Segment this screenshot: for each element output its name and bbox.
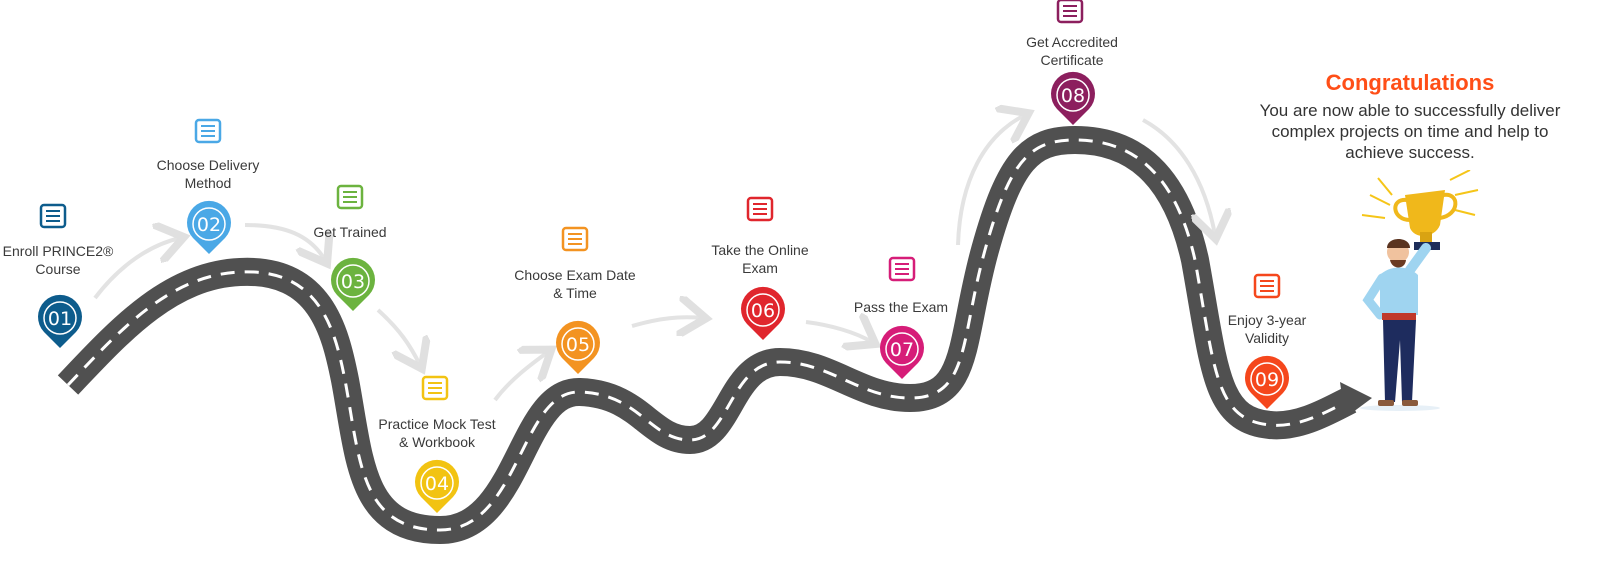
road-dashes xyxy=(66,138,1351,532)
map-pin-icon xyxy=(415,459,459,513)
step-pins: 01 02 03 04 05 06 07 08 09 xyxy=(37,71,1290,513)
congrats-text: You are now able to successfully deliver… xyxy=(1259,101,1561,162)
map-pin-icon xyxy=(1245,355,1290,409)
step-number: 03 xyxy=(341,271,365,293)
calendar-icon xyxy=(561,226,589,252)
step-pin-04: 04 xyxy=(415,459,459,513)
arrow-5-6 xyxy=(631,317,702,326)
connector-arrows xyxy=(93,115,1215,402)
training-board-icon xyxy=(336,184,364,210)
validity-calendar-icon xyxy=(1253,273,1281,299)
delivery-method-icon xyxy=(194,118,222,144)
step-label-07: Pass the Exam xyxy=(853,299,949,315)
step-pin-03: 03 xyxy=(331,257,375,311)
step-pin-05: 05 xyxy=(556,320,600,374)
map-pin-icon xyxy=(331,257,375,311)
arrow-3-4 xyxy=(376,308,420,365)
mock-test-icon xyxy=(421,375,449,401)
step-number: 05 xyxy=(566,334,590,356)
map-pin-icon xyxy=(556,320,600,374)
step-pin-01: 01 xyxy=(37,294,83,348)
certificate-icon xyxy=(1056,0,1084,24)
step-number: 08 xyxy=(1061,85,1085,107)
step-pin-02: 02 xyxy=(187,200,231,254)
step-number: 07 xyxy=(890,339,914,361)
congrats-block: Congratulations You are now able to succ… xyxy=(1245,70,1575,163)
pass-clipboard-icon xyxy=(888,256,916,282)
step-label-03: Get Trained xyxy=(313,224,387,240)
person-icon xyxy=(1360,239,1440,411)
step-number: 02 xyxy=(197,214,221,236)
step-number: 06 xyxy=(751,300,775,322)
presentation-icon xyxy=(746,196,774,222)
road-arrow-end xyxy=(1340,382,1372,418)
step-number: 04 xyxy=(425,473,449,495)
shine-lines-icon xyxy=(1361,170,1479,219)
arrow-4-5 xyxy=(493,352,548,402)
arrow-7-8 xyxy=(956,115,1025,246)
map-pin-icon xyxy=(187,200,231,254)
step-number: 09 xyxy=(1255,369,1279,391)
map-pin-icon xyxy=(741,286,785,340)
step-label-04: Practice Mock Test& Workbook xyxy=(378,416,496,450)
course-monitor-icon xyxy=(39,203,67,229)
step-label-01: Enroll PRINCE2®Course xyxy=(2,243,114,277)
arrow-6-7 xyxy=(805,322,872,342)
step-icons xyxy=(39,0,1281,401)
step-pin-09: 09 xyxy=(1245,355,1290,409)
step-label-05: Choose Exam Date& Time xyxy=(514,267,636,301)
arrow-2-3 xyxy=(244,223,325,260)
trophy-man-illustration xyxy=(1360,170,1479,411)
map-pin-icon xyxy=(1051,71,1095,125)
step-pin-07: 07 xyxy=(880,325,924,379)
congrats-title: Congratulations xyxy=(1325,70,1495,95)
road xyxy=(57,125,1357,545)
arrow-8-9 xyxy=(1142,118,1215,235)
step-pin-08: 08 xyxy=(1051,71,1095,125)
step-pin-06: 06 xyxy=(741,286,785,340)
map-pin-icon xyxy=(37,294,83,348)
map-pin-icon xyxy=(880,325,924,379)
step-number: 01 xyxy=(48,308,72,330)
arrow-1-2 xyxy=(93,238,180,300)
